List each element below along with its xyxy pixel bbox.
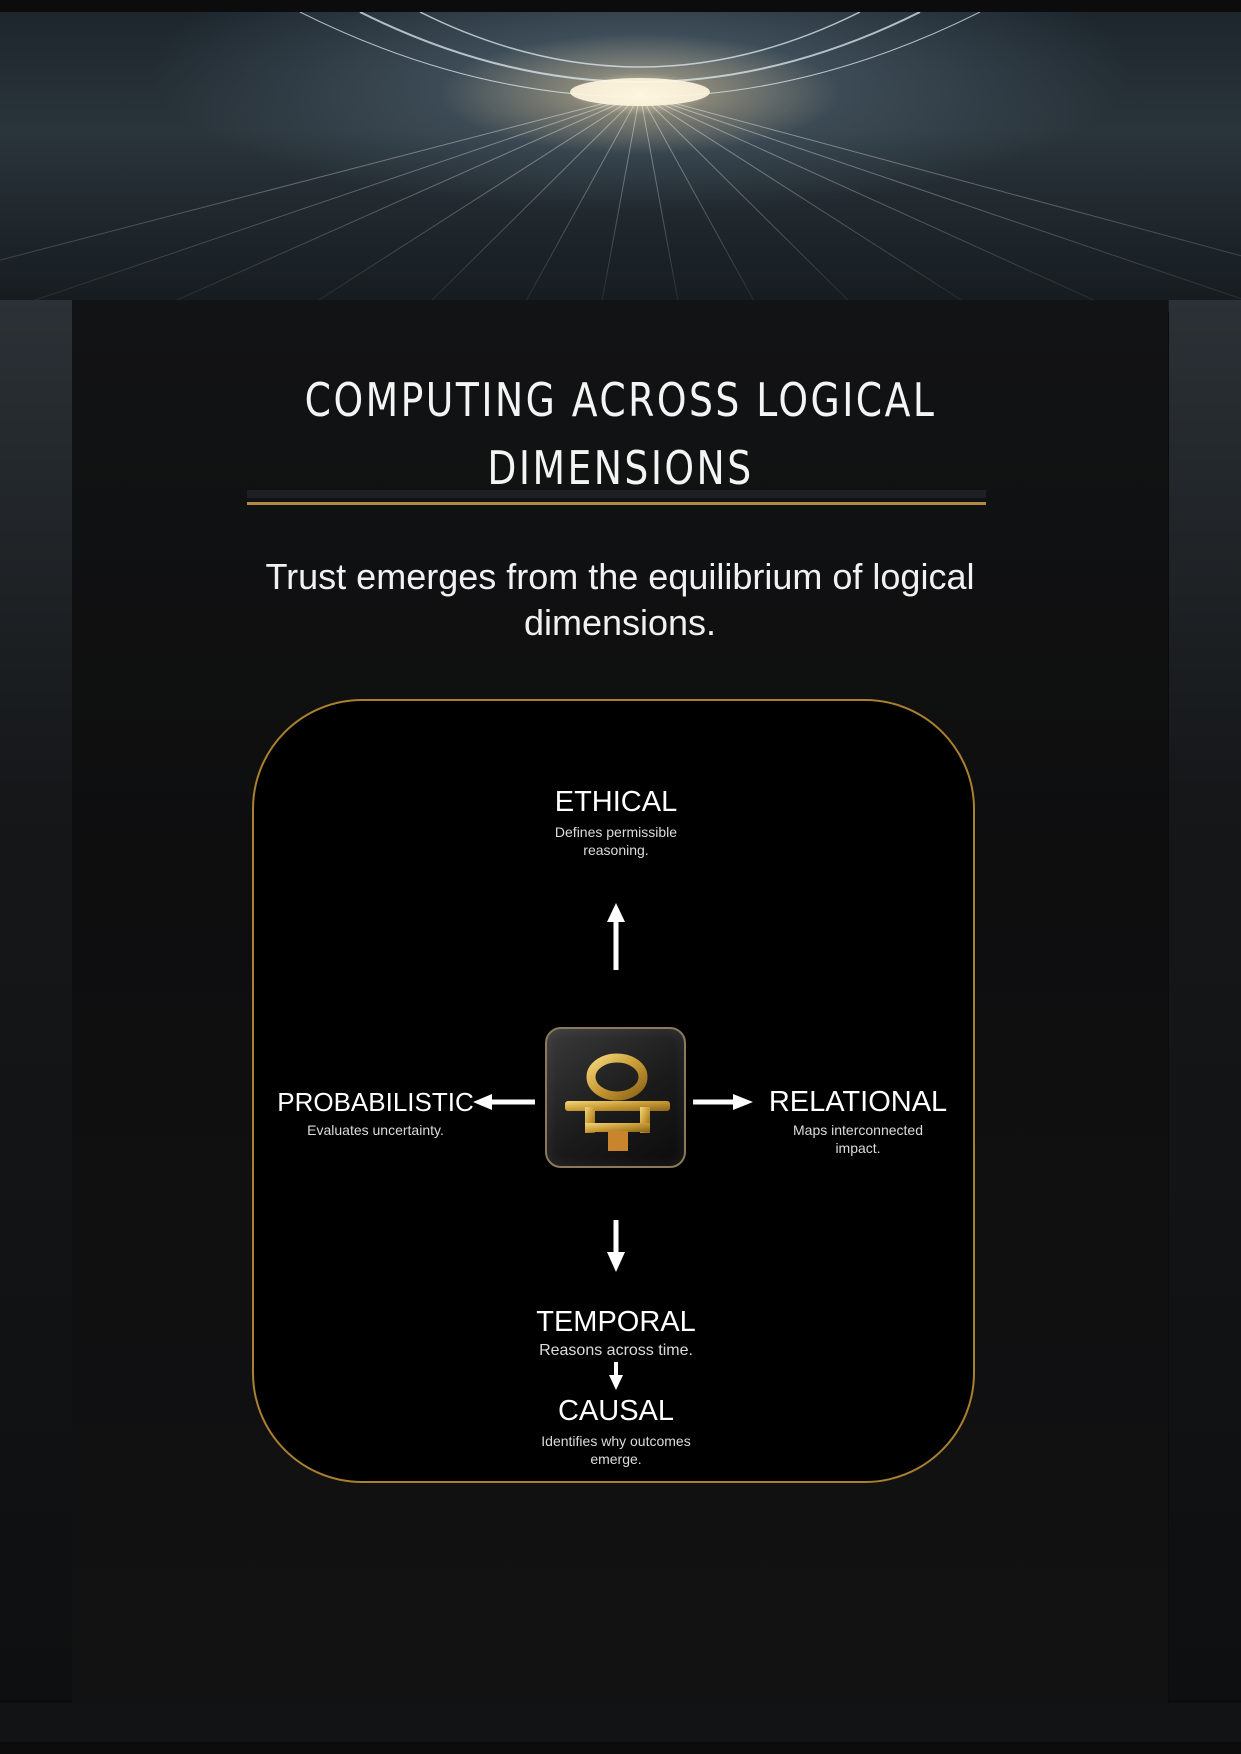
title-divider-shadow — [247, 490, 986, 498]
node-ethical-label: ETHICAL — [554, 786, 678, 818]
node-probabilistic-desc-line-1: Evaluates uncertainty. — [307, 1122, 444, 1138]
node-relational-label: RELATIONAL — [768, 1086, 948, 1118]
center-emblem — [545, 1027, 686, 1168]
subtitle: Trust emerges from the equilibrium of lo… — [265, 556, 975, 643]
node-relational-description: Maps interconnected impact. — [758, 1121, 958, 1157]
page-title: COMPUTING ACROSS LOGICAL DIMENSIONS — [276, 366, 966, 502]
light-grid-illustration — [0, 12, 1241, 312]
node-causal-label: CAUSAL — [557, 1395, 675, 1427]
node-causal-desc-line-1: Identifies why outcomes — [541, 1433, 691, 1449]
node-ethical-desc-line-1: Defines permissible — [554, 824, 678, 840]
node-ethical-desc-line-2: reasoning. — [583, 842, 649, 858]
node-relational-desc-line-1: Maps interconnected — [793, 1122, 923, 1138]
bottom-strip — [0, 1703, 1241, 1742]
title-divider — [247, 502, 986, 505]
title-line-1: COMPUTING ACROSS LOGICAL — [304, 372, 937, 427]
left-background-edge — [0, 300, 72, 1700]
node-relational-desc-line-2: impact. — [835, 1140, 881, 1156]
hero-banner-image — [0, 12, 1241, 312]
node-causal-desc-line-2: emerge. — [590, 1451, 642, 1467]
right-background-edge — [1169, 300, 1241, 1700]
node-probabilistic-label: PROBABILISTIC — [277, 1087, 474, 1117]
node-ethical-description: Defines permissible reasoning. — [516, 823, 716, 859]
node-temporal-desc-line-1: Reasons across time. — [539, 1342, 693, 1359]
node-causal-description: Identifies why outcomes emerge. — [516, 1432, 716, 1468]
golden-ankh-symbol-icon — [565, 1053, 670, 1151]
node-temporal-description: Reasons across time. — [496, 1342, 736, 1360]
node-probabilistic-description: Evaluates uncertainty. — [268, 1121, 483, 1139]
title-line-2: DIMENSIONS — [487, 440, 754, 495]
node-temporal-label: TEMPORAL — [536, 1306, 696, 1338]
